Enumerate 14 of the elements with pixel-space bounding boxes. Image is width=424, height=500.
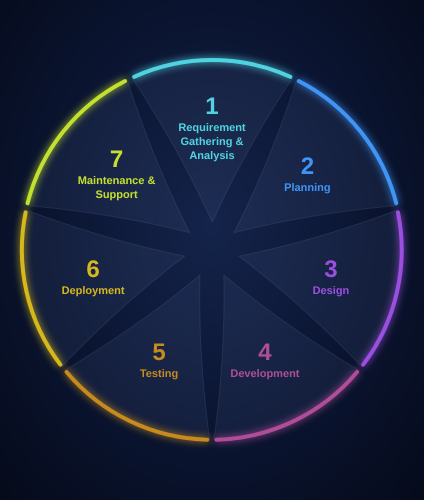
step-label: Planning [283,180,332,195]
step-number: 2 [300,152,316,181]
step-number: 7 [108,146,124,174]
step-number: 1 [204,93,220,121]
step-number: 4 [257,338,273,367]
step-label: Maintenance & Support [76,174,156,202]
step-number: 6 [85,256,101,284]
step-number: 3 [323,256,339,284]
step-label: Requirement Gathering & Analysis [177,121,247,163]
step-label: Testing [138,366,180,381]
step-label: Deployment [60,284,126,298]
step-label: Development [229,366,300,381]
step-number: 5 [151,338,167,367]
step-label: Design [312,284,350,298]
